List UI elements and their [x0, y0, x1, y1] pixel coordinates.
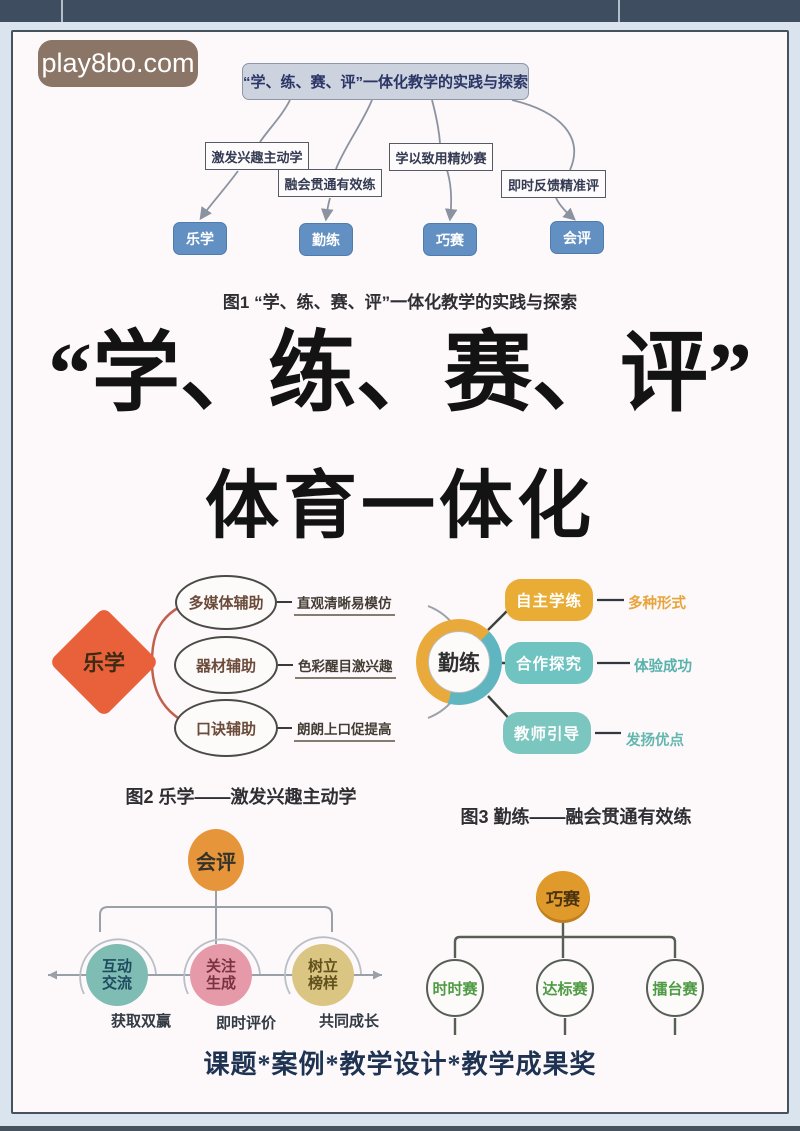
fig1-node-qiaosai: 巧赛 [423, 223, 477, 256]
fig3-node-selfpractice: 自主学练 [505, 579, 593, 621]
fig4-note: 获取双赢 [110, 1013, 171, 1030]
fig1-branch-box: 融会贯通有效练 [278, 169, 382, 197]
fig3-note: 发扬优点 [626, 733, 684, 749]
fig4-node-interaction: 互动交流 [86, 944, 148, 1006]
fig3-caption: 图3 勤练——融会贯通有效练 [460, 807, 692, 827]
fig3-center-ring: 勤练 [416, 619, 502, 705]
fig4-node-rolemodel: 树立榜样 [292, 944, 354, 1006]
fig3-note: 体验成功 [634, 659, 692, 675]
fig2-node-mnemonic: 口诀辅助 [174, 699, 278, 757]
fig4-node-text: 互动交流 [101, 957, 132, 992]
fig2-center-label: 乐学 [83, 652, 125, 675]
watermark-text: play8bo.com [41, 48, 195, 78]
fig5-node-standardrace: 达标赛 [536, 959, 594, 1017]
fig4-node-text: 关注生成 [205, 957, 236, 992]
fig1-node-lexue: 乐学 [173, 222, 227, 255]
fig2-note-text: 直观清晰易模仿 [294, 592, 395, 616]
fig4-note: 即时评价 [215, 1015, 276, 1032]
fig2-note-text: 色彩醒目激兴趣 [295, 655, 396, 679]
fig2-note: 朗朗上口促提高 [294, 718, 395, 742]
fig5-center-circle: 巧赛 [536, 871, 590, 923]
fig5-node-timedrace: 时时赛 [426, 959, 484, 1017]
window-bottom-bar [0, 1126, 800, 1131]
top-bar-divider-right [618, 0, 620, 22]
fig2-note: 色彩醒目激兴趣 [295, 655, 396, 679]
fig4-center-circle: 会评 [188, 829, 244, 891]
poster-title-line2: 体育一体化 [205, 466, 595, 548]
fig2-note: 直观清晰易模仿 [294, 592, 395, 616]
fig3-node-teacherguide: 教师引导 [503, 712, 591, 754]
fig2-caption: 图2 乐学——激发兴趣主动学 [125, 787, 357, 807]
fig3-node-cooperation: 合作探究 [505, 642, 593, 684]
watermark-badge: play8bo.com [38, 40, 198, 87]
fig4-node-generation: 关注生成 [190, 944, 252, 1006]
fig3-center-label: 勤练 [428, 631, 490, 693]
poster-title-line1: “学、练、赛、评” [47, 326, 752, 423]
fig1-branch-box: 即时反馈精准评 [501, 170, 606, 198]
fig1-caption: 图1 “学、练、赛、评”一体化教学的实践与探索 [222, 293, 578, 312]
fig1-node-qinlian: 勤练 [299, 223, 353, 256]
fig2-node-equipment: 器材辅助 [174, 636, 278, 694]
window-top-bar [0, 0, 800, 22]
fig3-note: 多种形式 [628, 596, 686, 612]
fig1-node-huiping: 会评 [550, 221, 604, 254]
fig4-note: 共同成长 [318, 1013, 379, 1030]
poster-page [11, 30, 789, 1114]
fig1-branch-box: 学以致用精妙赛 [389, 143, 493, 171]
fig2-note-text: 朗朗上口促提高 [294, 718, 395, 742]
fig5-node-arenarace: 擂台赛 [646, 959, 704, 1017]
fig1-root-box: “学、练、赛、评”一体化教学的实践与探索 [242, 63, 529, 100]
fig4-node-text: 树立榜样 [307, 957, 338, 992]
fig2-node-multimedia: 多媒体辅助 [175, 575, 277, 630]
top-bar-divider-left [61, 0, 63, 22]
footer-slogan: 课题*案例*教学设计*教学成果奖 [203, 1050, 597, 1079]
fig1-branch-box: 激发兴趣主动学 [205, 142, 309, 170]
